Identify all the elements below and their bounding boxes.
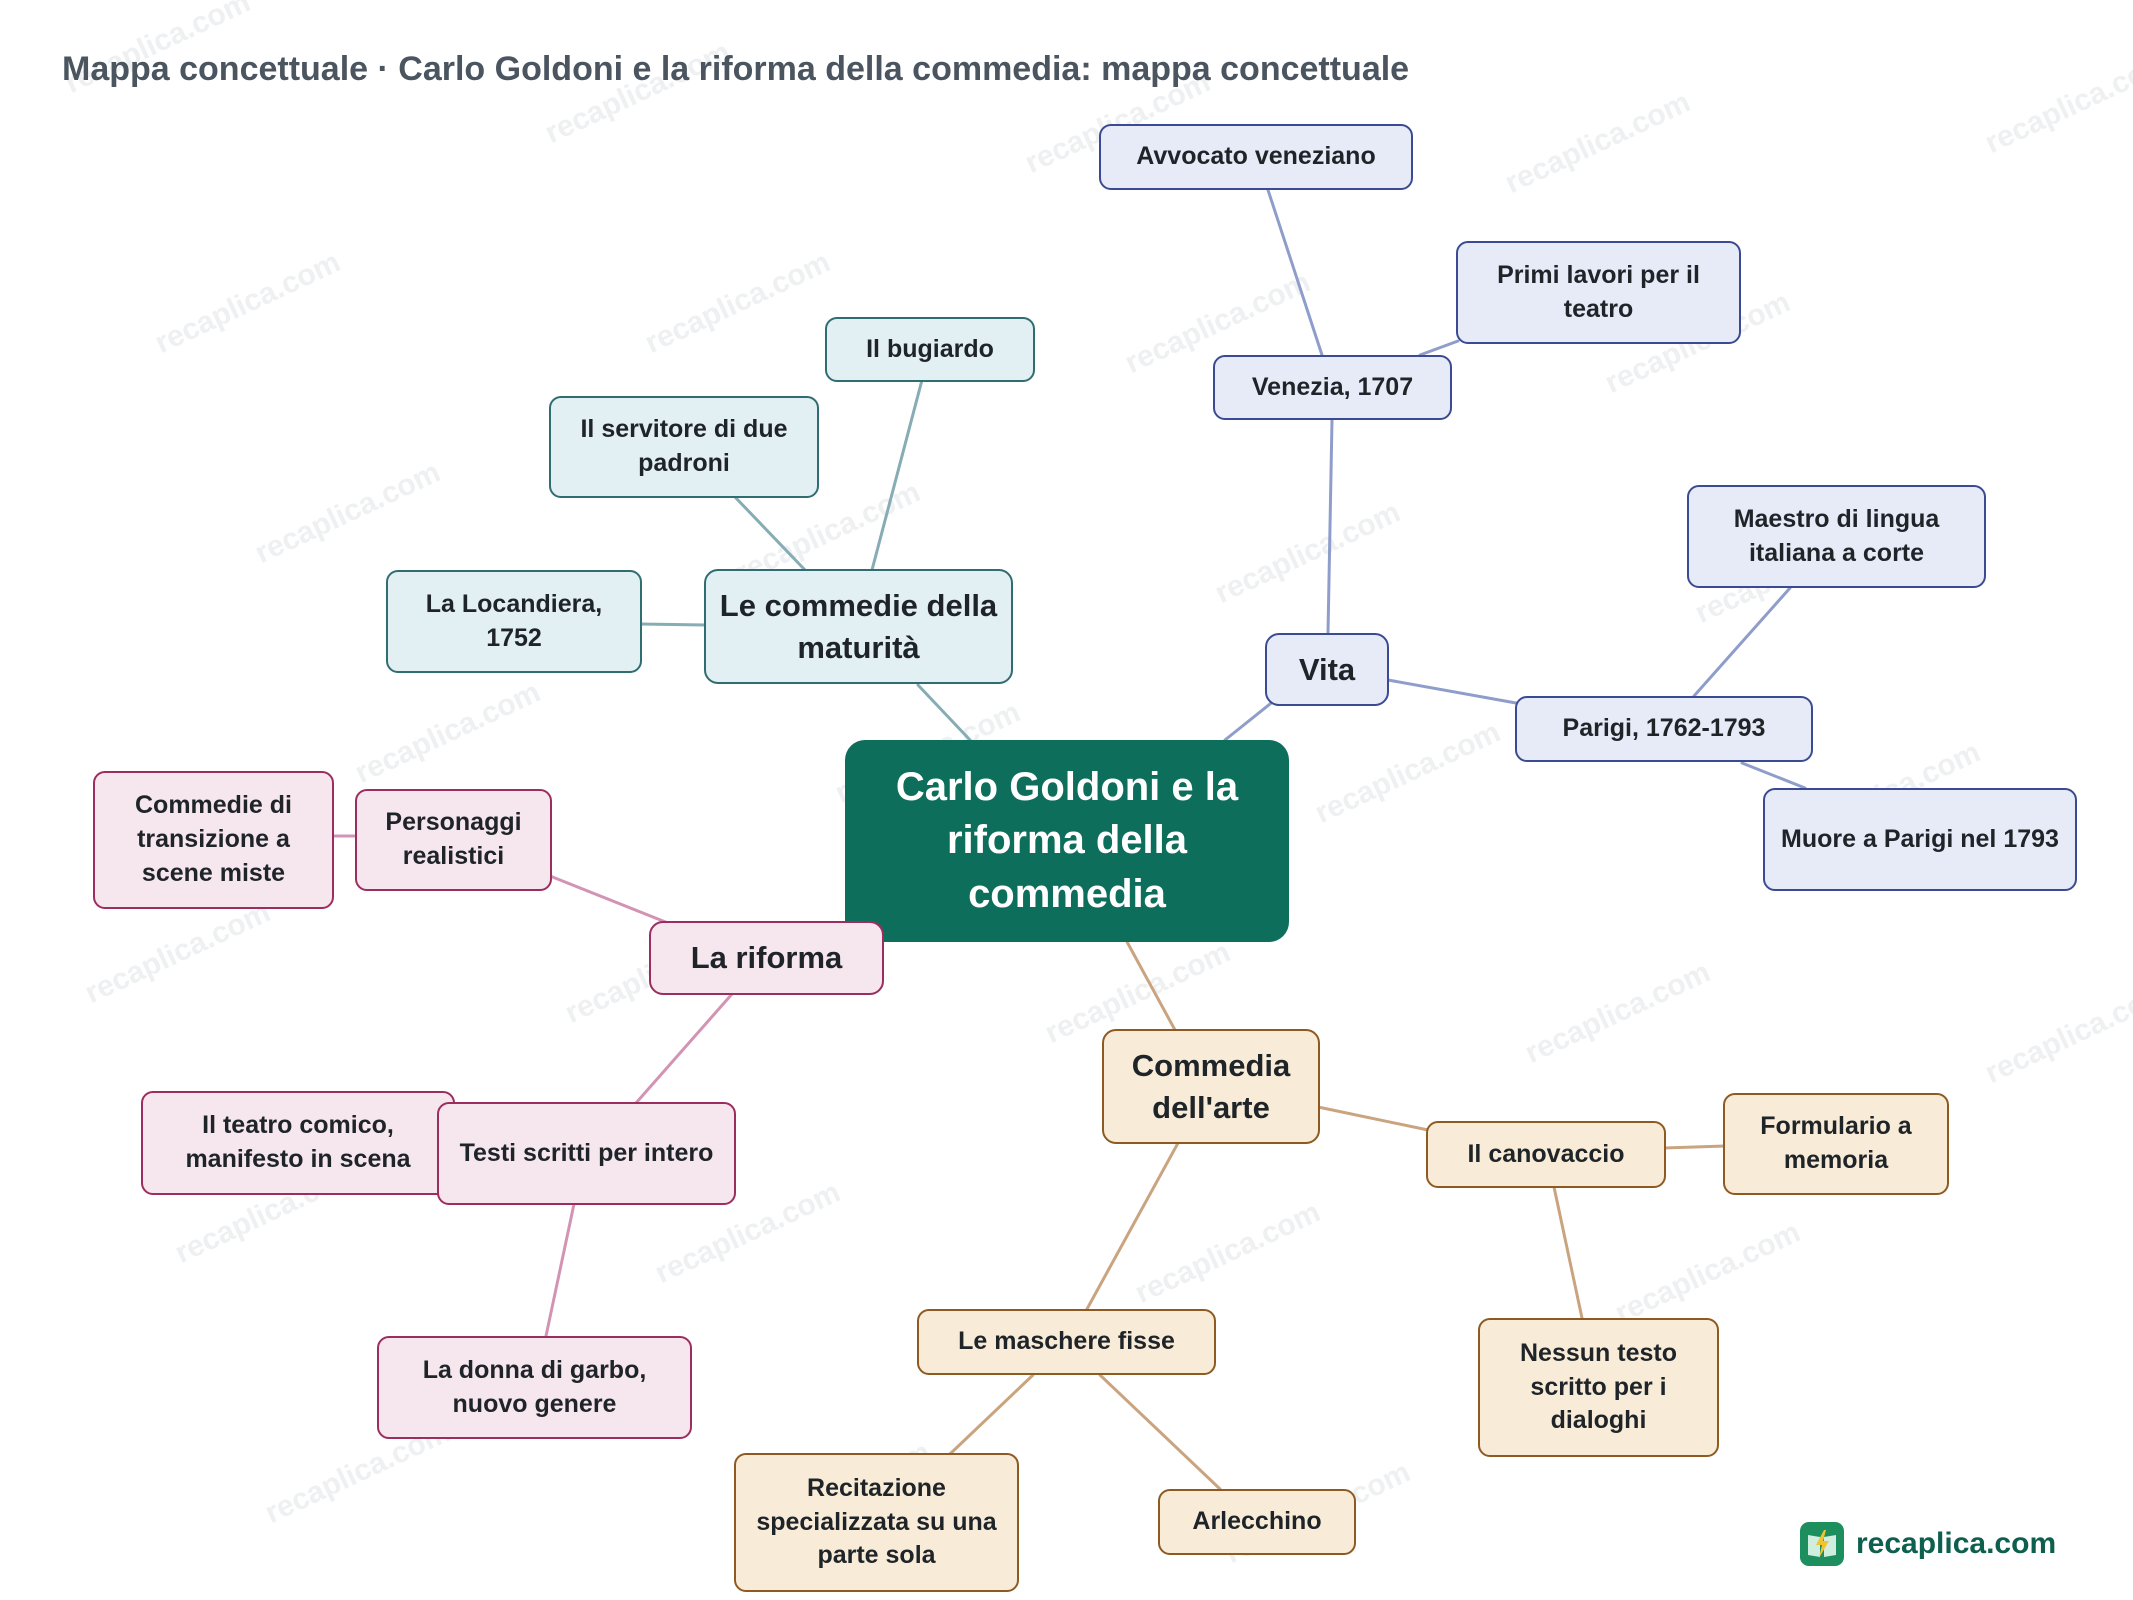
- edge-parigi-maestro: [1692, 586, 1792, 698]
- node-la-locandiera: La Locandiera, 1752: [386, 570, 642, 673]
- edge-arte-canovaccio: [1316, 1105, 1430, 1132]
- edge-riforma-personaggi: [548, 874, 670, 925]
- node-vita: Vita: [1265, 633, 1389, 706]
- node-formulario-memoria: Formulario a memoria: [1723, 1093, 1949, 1195]
- node-parigi-1762-1793: Parigi, 1762-1793: [1515, 696, 1813, 762]
- edge-maturita-locandiera: [638, 622, 707, 627]
- edge-root-commedia-arte: [1124, 938, 1177, 1032]
- node-personaggi-realistici: Personaggi realistici: [355, 789, 552, 891]
- node-maschere-fisse: Le maschere fisse: [917, 1309, 1216, 1375]
- node-venezia-1707: Venezia, 1707: [1213, 355, 1452, 420]
- edge-parigi-muore: [1740, 761, 1807, 790]
- edge-canovaccio-formulario: [1662, 1144, 1727, 1150]
- edge-root-maturita: [916, 683, 972, 742]
- node-recitazione-specializzata: Recitazione specializzata su una parte s…: [734, 1453, 1019, 1592]
- edge-vita-venezia: [1326, 418, 1334, 635]
- edge-riforma-testi: [634, 992, 734, 1105]
- node-commedie-transizione: Commedie di transizione a scene miste: [93, 771, 334, 909]
- node-il-teatro-comico: Il teatro comico, manifesto in scena: [141, 1091, 455, 1195]
- node-la-riforma: La riforma: [649, 921, 884, 995]
- edge-testi-donnagarbo: [544, 1202, 576, 1338]
- node-il-bugiardo: Il bugiardo: [825, 317, 1035, 382]
- book-lightning-icon: [1800, 1522, 1844, 1566]
- node-servitore-due-padroni: Il servitore di due padroni: [549, 396, 819, 498]
- node-arlecchino: Arlecchino: [1158, 1489, 1356, 1555]
- edge-vita-parigi: [1386, 678, 1518, 705]
- brand-name: recaplica.com: [1856, 1527, 2057, 1560]
- node-nessun-testo: Nessun testo scritto per i dialoghi: [1478, 1318, 1719, 1457]
- node-muore-parigi: Muore a Parigi nel 1793: [1763, 788, 2077, 891]
- node-avvocato-veneziano: Avvocato veneziano: [1099, 124, 1413, 190]
- node-commedie-maturita: Le commedie della maturità: [704, 569, 1013, 684]
- edge-maturita-bugiardo: [870, 378, 924, 572]
- node-primi-lavori-teatro: Primi lavori per il teatro: [1456, 241, 1741, 344]
- edge-canovaccio-nessuntesto: [1552, 1185, 1584, 1320]
- node-commedia-dell-arte: Commedia dell'arte: [1102, 1029, 1320, 1144]
- edge-arte-maschere: [1085, 1141, 1180, 1311]
- edge-maturita-servitore: [733, 495, 807, 572]
- edge-maschere-arlecchino: [1098, 1373, 1222, 1491]
- node-maestro-lingua: Maestro di lingua italiana a corte: [1687, 485, 1986, 588]
- brand-logo: recaplica.com: [1800, 1522, 2056, 1566]
- edge-root-vita: [1223, 698, 1277, 742]
- node-testi-scritti: Testi scritti per intero: [437, 1102, 736, 1205]
- root-node: Carlo Goldoni e la riforma della commedi…: [845, 740, 1289, 942]
- edge-maschere-recitazione: [948, 1373, 1035, 1456]
- node-il-canovaccio: Il canovaccio: [1426, 1121, 1666, 1188]
- edge-venezia-primilavori: [1418, 339, 1460, 357]
- edge-venezia-avvocato: [1266, 188, 1324, 357]
- node-donna-di-garbo: La donna di garbo, nuovo genere: [377, 1336, 692, 1439]
- page-title: Mappa concettuale · Carlo Goldoni e la r…: [62, 50, 1410, 88]
